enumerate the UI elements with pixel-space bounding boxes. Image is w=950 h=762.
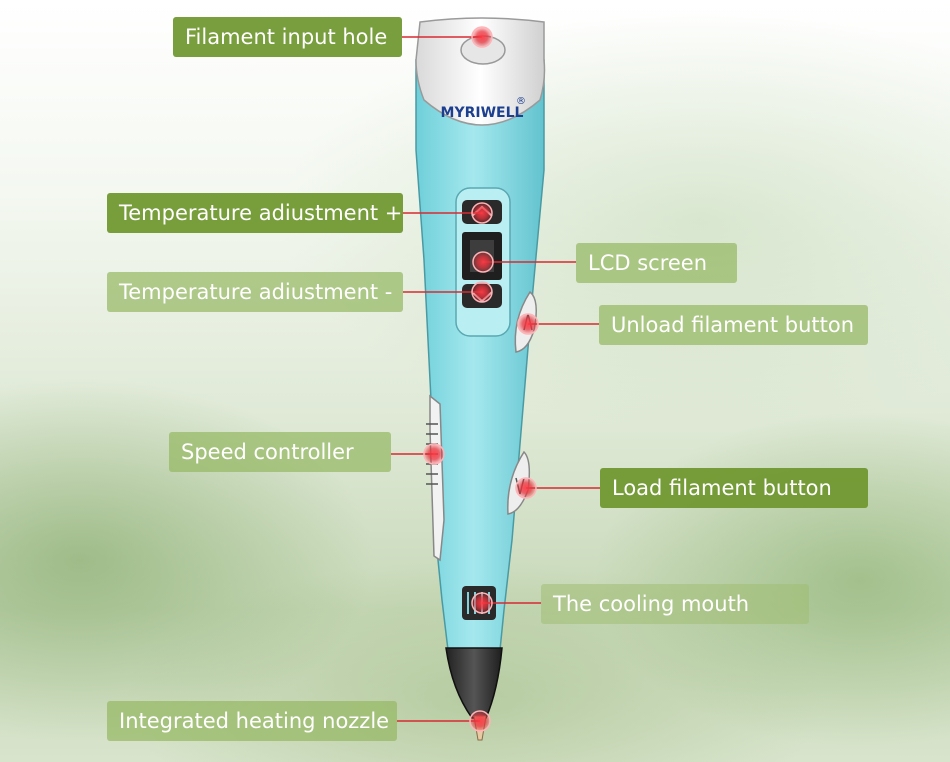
marker-load xyxy=(515,477,537,499)
label-filament-input-hole: Filament input hole xyxy=(173,17,402,57)
brand-logo: MYRIWELL xyxy=(441,105,524,121)
registered-mark: ® xyxy=(516,96,526,107)
label-integrated-heating-nozzle: Integrated heating nozzle xyxy=(107,701,397,741)
speed-slider-track[interactable] xyxy=(429,394,445,562)
markers xyxy=(423,26,539,732)
marker-cooling xyxy=(471,592,493,614)
label-temperature-minus: Temperature adiustment - xyxy=(107,272,403,312)
marker-speed xyxy=(423,443,445,465)
label-temperature-plus: Temperature adiustment + xyxy=(107,193,403,233)
marker-nozzle xyxy=(469,710,491,732)
label-speed-controller: Speed controller xyxy=(169,432,391,472)
pen-cap xyxy=(415,17,546,126)
marker-unload xyxy=(517,313,539,335)
heating-nozzle xyxy=(445,647,503,719)
marker-lcd xyxy=(472,251,494,273)
label-unload-filament-button: Unload filament button xyxy=(599,305,868,345)
label-cooling-mouth: The cooling mouth xyxy=(541,584,809,624)
label-load-filament-button: Load filament button xyxy=(600,468,868,508)
label-lcd-screen: LCD screen xyxy=(576,243,737,283)
marker-temp-plus xyxy=(471,202,493,224)
pen-body xyxy=(415,59,545,651)
marker-temp-minus xyxy=(471,281,493,303)
marker-filament-input xyxy=(471,26,493,48)
